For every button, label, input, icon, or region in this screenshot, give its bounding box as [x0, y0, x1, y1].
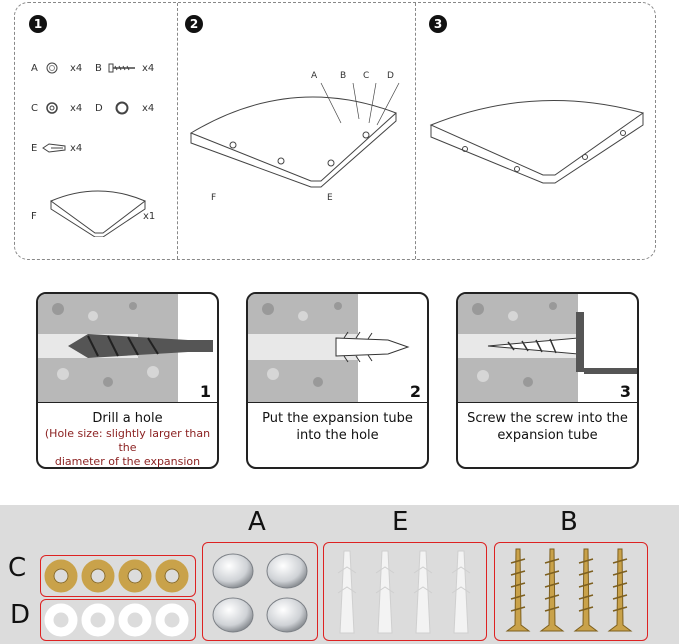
expansion-tube-illustration: [248, 294, 427, 403]
screw-icon: [108, 63, 135, 73]
step-2-badge: 2: [185, 15, 203, 33]
instruction-card-screw: 3 Screw the screw into the expansion tub…: [456, 292, 639, 469]
drill-illustration: [38, 294, 217, 403]
part-qty-e: x4: [70, 143, 83, 154]
hole-size-note-1: (Hole size: slightly larger than the: [44, 427, 211, 454]
part-label-a: A: [31, 63, 38, 74]
card-number: 1: [199, 382, 211, 401]
card-caption: Screw the screw into the expansion tube: [458, 410, 637, 444]
step-2-label-a: A: [311, 71, 318, 81]
chrome-caps: [212, 553, 308, 633]
parts-label-c: C: [8, 553, 27, 583]
plastic-anchors: [337, 550, 471, 634]
white-rings: [44, 603, 189, 637]
step-2-label-b: B: [340, 71, 347, 81]
step-1-badge: 1: [29, 15, 47, 33]
screw-caption-line-1: Screw the screw into the: [467, 411, 628, 426]
parts-label-a: A: [248, 507, 266, 537]
divider: [415, 3, 416, 259]
brass-screws: [505, 548, 633, 632]
parts-label-e: E: [392, 507, 409, 537]
assembly-steps-panel: 1 2 3 A x4 B x4 C x4 D x4 E x4 F x1 A B …: [14, 2, 656, 260]
instruction-card-expansion-tube: 2 Put the expansion tube into the hole: [246, 292, 429, 469]
divider: [177, 3, 178, 259]
step-3-diagram: [429, 100, 645, 184]
part-qty-c: x4: [70, 103, 83, 114]
screw-caption-line-2: expansion tube: [497, 428, 598, 443]
part-qty-d: x4: [142, 103, 155, 114]
rings-d-box: [40, 599, 196, 641]
part-label-f: F: [31, 211, 37, 222]
anchors-e-box: [323, 542, 487, 641]
brass-washers: [44, 559, 189, 593]
step-2-label-c: C: [363, 71, 370, 81]
card-caption: Put the expansion tube into the hole: [248, 410, 427, 444]
anchor-icon: [42, 143, 66, 153]
parts-label-b: B: [560, 507, 578, 537]
step-2-label-d: D: [387, 71, 394, 81]
washers-c-box: [40, 555, 196, 597]
part-label-c: C: [31, 103, 38, 114]
part-qty-a: x4: [70, 63, 83, 74]
washer-icon: [46, 102, 58, 114]
cap-icon: [46, 62, 58, 74]
hole-size-note-2: diameter of the expansion tube.): [54, 455, 201, 468]
caps-a-box: [202, 542, 318, 641]
instruction-card-drill: 1 Drill a hole (Hole size: slightly larg…: [36, 292, 219, 469]
step-2-diagram: [189, 82, 400, 188]
part-qty-f: x1: [143, 211, 156, 222]
parts-label-d: D: [10, 600, 31, 630]
expansion-caption-line-1: Put the expansion tube: [262, 411, 413, 426]
step-2-label-f: F: [211, 193, 217, 203]
card-number: 3: [619, 382, 631, 401]
ring-icon: [115, 101, 129, 115]
screws-b-box: [494, 542, 648, 641]
part-label-b: B: [95, 63, 102, 74]
drill-caption: Drill a hole: [92, 411, 163, 426]
part-label-d: D: [95, 103, 103, 114]
card-number: 2: [409, 382, 421, 401]
shelf-icon: [49, 190, 146, 237]
step-2-label-e: E: [327, 193, 333, 203]
step-3-badge: 3: [429, 15, 447, 33]
part-qty-b: x4: [142, 63, 155, 74]
expansion-caption-line-2: into the hole: [296, 428, 379, 443]
part-label-e: E: [31, 143, 38, 154]
screw-illustration: [458, 294, 637, 403]
card-caption: Drill a hole (Hole size: slightly larger…: [38, 410, 217, 468]
parts-strip: C D A E B: [0, 505, 679, 644]
